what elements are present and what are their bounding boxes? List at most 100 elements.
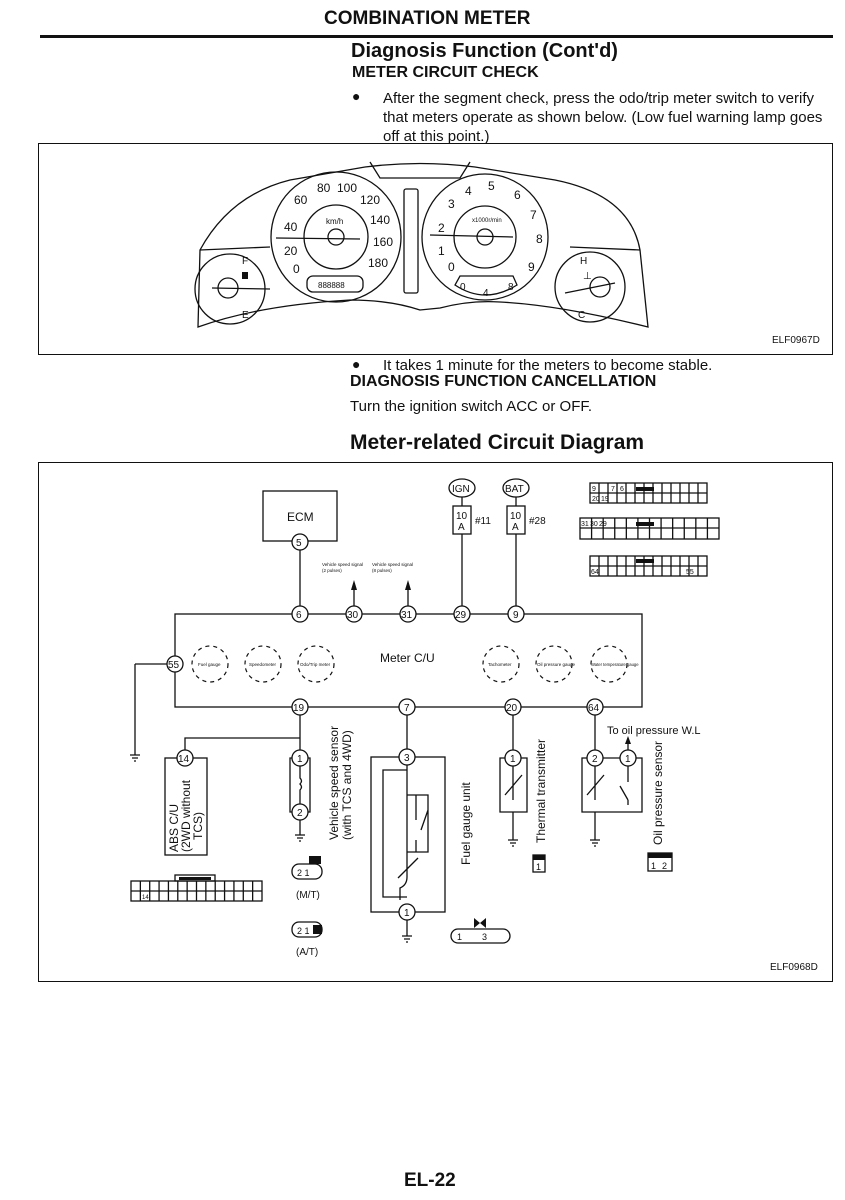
svg-text:30: 30	[347, 610, 359, 621]
connector-fuel	[450, 928, 511, 944]
svg-text:Oil pressure gauge: Oil pressure gauge	[537, 662, 576, 667]
svg-text:C: C	[578, 310, 585, 321]
meter-check-heading: METER CIRCUIT CHECK	[352, 64, 539, 81]
svg-text:(8 pulses): (8 pulses)	[372, 568, 392, 573]
svg-text:2: 2	[662, 861, 667, 871]
svg-text:20: 20	[506, 703, 518, 714]
svg-text:Water temperature gauge: Water temperature gauge	[591, 662, 639, 667]
fuse-11	[452, 505, 472, 535]
header-rule	[40, 35, 833, 38]
svg-text:(2WD without: (2WD without	[179, 779, 193, 852]
svg-text:ECM: ECM	[287, 510, 314, 524]
svg-text:29: 29	[455, 610, 467, 621]
svg-text:F: F	[242, 256, 248, 267]
svg-text:3: 3	[404, 753, 410, 764]
svg-text:(A/T): (A/T)	[296, 947, 318, 958]
svg-text:14: 14	[178, 754, 190, 765]
svg-text:(M/T): (M/T)	[296, 890, 320, 901]
svg-text:80: 80	[317, 181, 331, 195]
svg-text:ABS C/U: ABS C/U	[167, 804, 181, 852]
svg-text:5: 5	[296, 538, 302, 549]
svg-text:4: 4	[465, 184, 472, 198]
figure-id: ELF0968D	[770, 962, 818, 973]
circuit-diagram: ECM 5 IGN BAT 10A #11 10A #28 Vehicle sp…	[130, 478, 720, 958]
svg-text:Vehicle speed sensor: Vehicle speed sensor	[327, 726, 341, 840]
svg-text:2: 2	[297, 808, 303, 819]
svg-text:4: 4	[483, 288, 489, 299]
svg-text:9: 9	[528, 260, 535, 274]
svg-text:1: 1	[651, 861, 656, 871]
svg-text:km/h: km/h	[326, 217, 343, 226]
svg-text:To oil pressure W.L: To oil pressure W.L	[607, 725, 701, 737]
svg-text:60: 60	[294, 193, 308, 207]
svg-text:1: 1	[438, 244, 445, 258]
svg-text:6: 6	[620, 486, 624, 493]
section-title: COMBINATION METER	[324, 8, 531, 29]
svg-text:Meter C/U: Meter C/U	[380, 651, 435, 665]
svg-text:x1000r/min: x1000r/min	[472, 218, 502, 224]
subsection-title: Diagnosis Function (Cont'd)	[351, 40, 618, 62]
svg-text:7: 7	[611, 486, 615, 493]
connector-meter-3: 64 55	[589, 555, 708, 577]
stable-note: It takes 1 minute for the meters to beco…	[383, 357, 713, 374]
bullet-icon: ●	[352, 88, 361, 104]
fuel-pump-icon	[242, 272, 248, 279]
svg-text:180: 180	[368, 256, 388, 270]
svg-text:0: 0	[448, 260, 455, 274]
svg-text:A: A	[458, 522, 465, 533]
svg-text:14: 14	[142, 895, 149, 901]
svg-text:(2 pulses): (2 pulses)	[322, 568, 342, 573]
svg-text:H: H	[580, 256, 587, 267]
svg-text:64: 64	[588, 703, 600, 714]
svg-text:1: 1	[625, 754, 631, 765]
svg-text:Oil pressure sensor: Oil pressure sensor	[651, 741, 665, 845]
svg-text:7: 7	[404, 703, 410, 714]
svg-text:Thermal transmitter: Thermal transmitter	[534, 739, 548, 843]
svg-text:9: 9	[592, 486, 596, 493]
speedometer-gauge: km/h 0 20 40 60 80 100 120 140 160 180 8…	[270, 171, 402, 303]
svg-text:40: 40	[284, 220, 298, 234]
bottom-pins: 19 7 20 64	[291, 698, 604, 716]
svg-text:3: 3	[448, 197, 455, 211]
svg-text:2: 2	[438, 221, 445, 235]
fuel-gauge: F E	[194, 253, 271, 325]
svg-text:A: A	[512, 522, 519, 533]
odometer-display: 888888	[318, 281, 345, 290]
svg-text:6: 6	[514, 188, 521, 202]
svg-text:31: 31	[581, 521, 589, 528]
svg-text:160: 160	[373, 235, 393, 249]
tachometer-gauge: x1000r/min 0 1 2 3 4 5 6 7 8 9 0 4 8	[421, 173, 549, 301]
svg-text:(with TCS and 4WD): (with TCS and 4WD)	[340, 730, 354, 840]
svg-text:64: 64	[591, 569, 599, 576]
connector-vss-mt	[291, 863, 323, 880]
svg-text:0: 0	[460, 282, 466, 293]
cancellation-heading: DIAGNOSIS FUNCTION CANCELLATION	[350, 373, 657, 390]
svg-text:Vehicle speed signal: Vehicle speed signal	[322, 562, 363, 567]
meter-figure-frame	[38, 143, 833, 355]
fuse-28	[506, 505, 526, 535]
svg-text:Speedometer: Speedometer	[249, 662, 277, 667]
svg-text:2 1: 2 1	[297, 868, 310, 878]
svg-text:0: 0	[293, 262, 300, 276]
svg-text:Tachometer: Tachometer	[488, 662, 512, 667]
bullet-icon: ●	[352, 356, 361, 372]
svg-text:3: 3	[482, 932, 487, 942]
svg-text:19: 19	[293, 703, 305, 714]
thermometer-icon: ⊥	[583, 271, 592, 282]
svg-text:Vehicle speed signal: Vehicle speed signal	[372, 562, 413, 567]
cancellation-text: Turn the ignition switch ACC or OFF.	[350, 398, 593, 415]
svg-text:BAT: BAT	[505, 484, 524, 495]
circuit-title: Meter-related Circuit Diagram	[350, 431, 645, 454]
svg-text:9: 9	[513, 610, 519, 621]
svg-text:30: 30	[590, 521, 598, 528]
svg-text:7: 7	[530, 208, 537, 222]
svg-text:1: 1	[536, 862, 541, 872]
svg-text:1: 1	[457, 932, 462, 942]
svg-text:#11: #11	[475, 516, 491, 527]
svg-text:1: 1	[510, 754, 516, 765]
page-number: EL-22	[404, 1170, 456, 1191]
svg-text:8: 8	[536, 232, 543, 246]
svg-text:20: 20	[592, 496, 600, 503]
svg-text:TCS): TCS)	[191, 812, 205, 840]
